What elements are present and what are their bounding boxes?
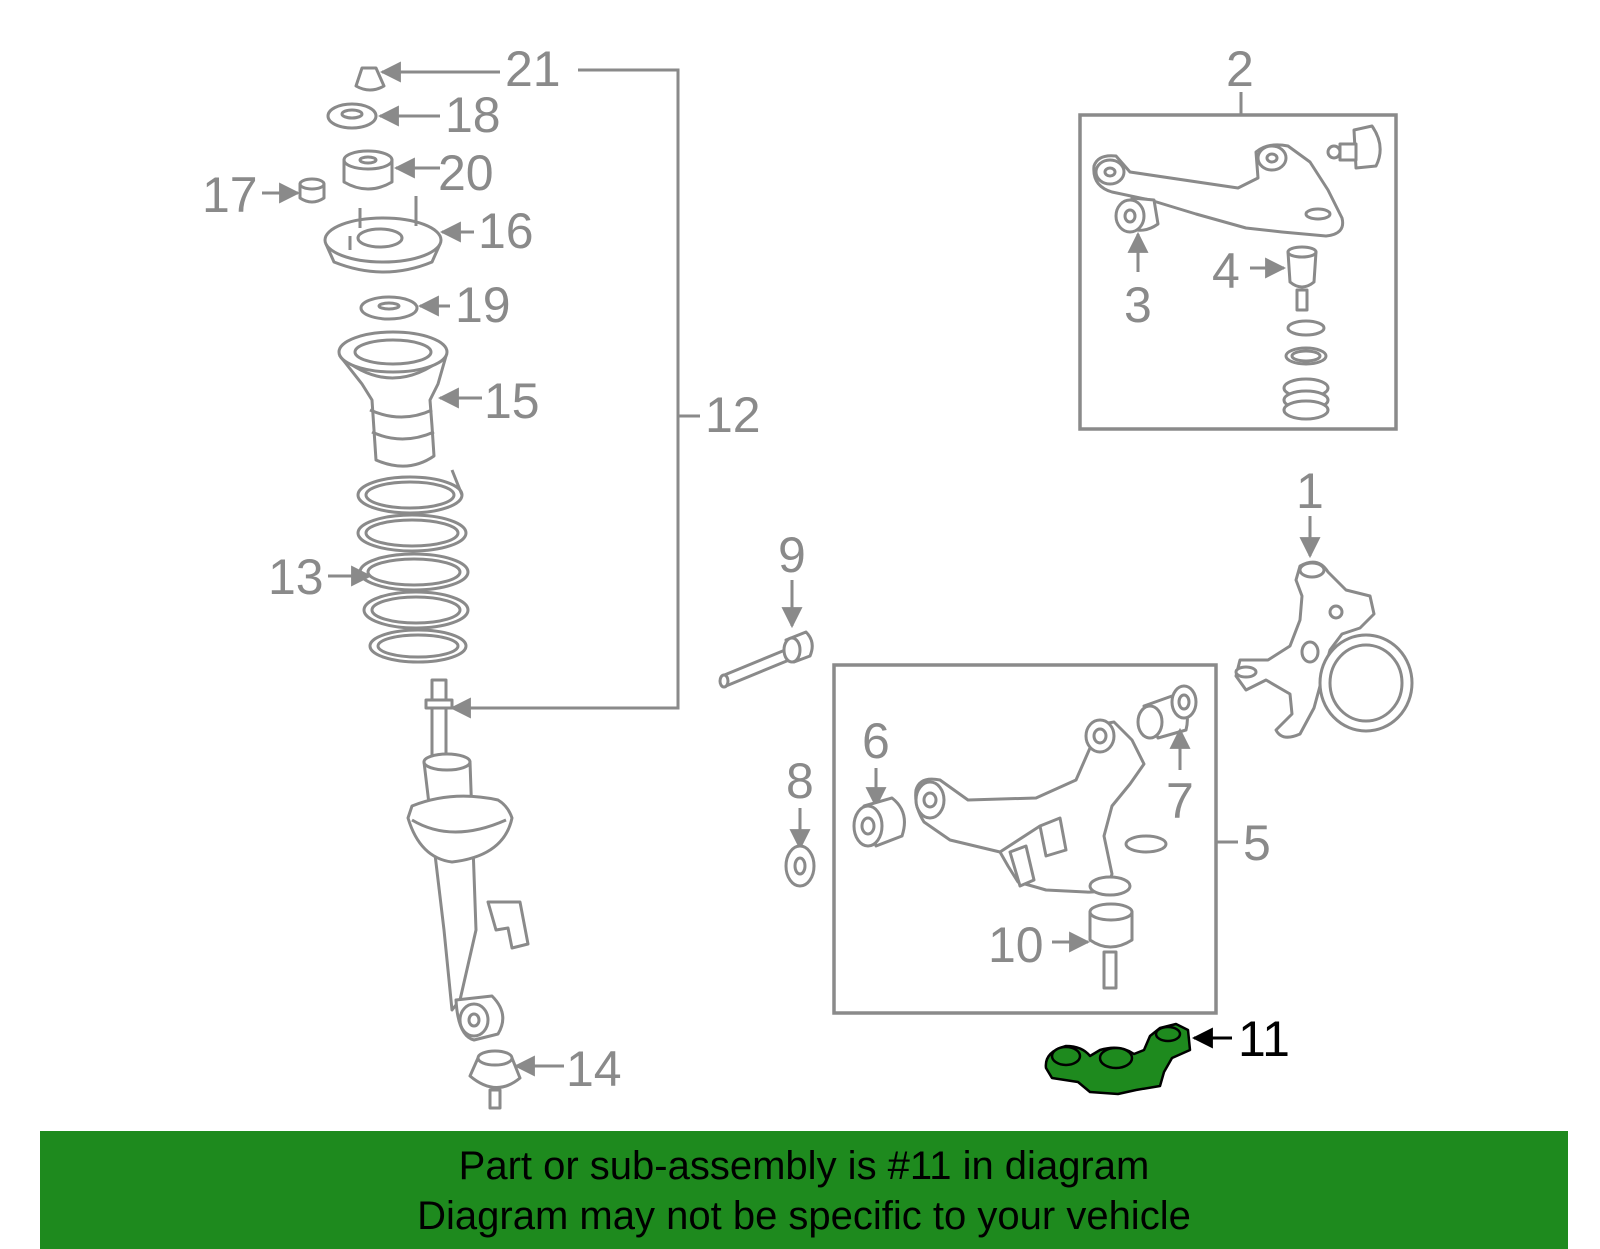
cam-washer-part — [784, 844, 816, 888]
strut-lower-mount-part — [468, 1049, 522, 1110]
callout-7: 7 — [1166, 773, 1194, 829]
upper-control-arm-part — [1092, 124, 1382, 238]
strut-mount-part — [323, 196, 443, 274]
info-banner: Part or sub-assembly is #11 in diagram D… — [40, 1131, 1568, 1249]
lower-ball-joint-part — [1088, 902, 1134, 990]
front-bushing-part — [852, 796, 906, 848]
callout-11: 11 — [1238, 1011, 1290, 1067]
callout-9: 9 — [778, 527, 806, 583]
rear-bushing-part — [1136, 684, 1198, 740]
coil-spring-part — [356, 469, 470, 664]
banner-line-1: Part or sub-assembly is #11 in diagram — [458, 1144, 1150, 1188]
callout-14: 14 — [566, 1041, 622, 1097]
bump-cap-part — [354, 66, 386, 92]
strut-body-part — [406, 678, 530, 1042]
dust-boot-part — [337, 330, 449, 468]
snap-ring-part — [1124, 834, 1168, 854]
callout-1: 1 — [1296, 463, 1324, 519]
callout-4: 4 — [1212, 243, 1240, 299]
callout-20: 20 — [438, 145, 494, 201]
callout-15: 15 — [484, 373, 540, 429]
lower-arm-kit-box — [832, 663, 1218, 1015]
lower-control-arm-part — [914, 718, 1146, 897]
callout-2: 2 — [1226, 41, 1254, 97]
steering-knuckle-part — [1234, 560, 1414, 739]
callout-13: 13 — [268, 549, 324, 605]
callout-18: 18 — [445, 87, 501, 143]
banner-line-2: Diagram may not be specific to your vehi… — [417, 1194, 1191, 1238]
callout-3: 3 — [1124, 277, 1152, 333]
callout-19: 19 — [455, 277, 511, 333]
callout-16: 16 — [478, 203, 534, 259]
parts-diagram: 21 12 18 20 17 16 19 — [202, 41, 1414, 1110]
highlighted-part-11 — [1044, 1022, 1192, 1096]
upper-arm-kit-box — [1078, 113, 1398, 431]
washer-part — [326, 102, 378, 130]
cam-bolt-part — [718, 630, 814, 689]
spring-insulator-part — [359, 295, 419, 321]
callout-10: 10 — [988, 917, 1044, 973]
callout-5: 5 — [1243, 815, 1271, 871]
callout-21: 21 — [505, 41, 561, 97]
callout-6: 6 — [862, 713, 890, 769]
callout-8: 8 — [786, 753, 814, 809]
callout-12: 12 — [705, 387, 761, 443]
upper-bushing-part — [342, 149, 394, 191]
nut-part — [298, 177, 326, 204]
callout-17: 17 — [202, 167, 258, 223]
upper-ball-joint-part — [1282, 245, 1330, 421]
bracket-12-line — [449, 68, 680, 719]
